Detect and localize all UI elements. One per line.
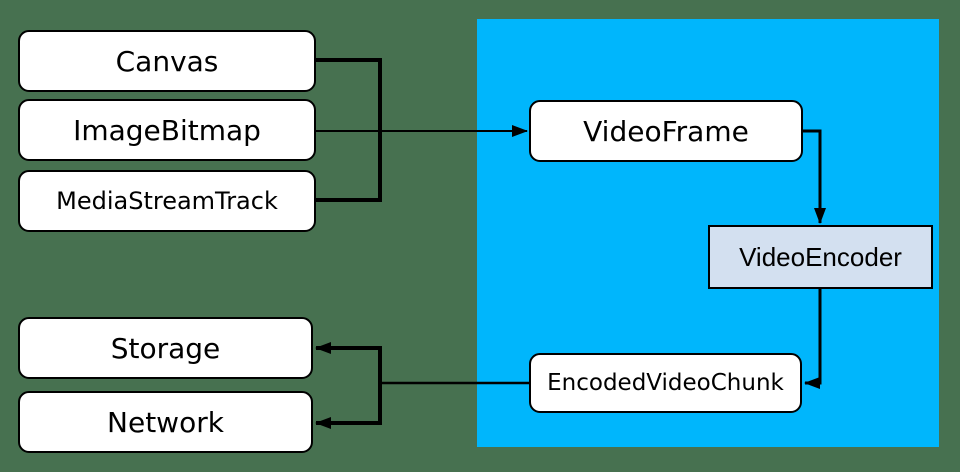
node-canvas-label: Canvas xyxy=(115,44,219,78)
node-storage-label: Storage xyxy=(110,331,221,365)
edge-to-storage xyxy=(315,342,382,383)
node-imagebitmap: ImageBitmap xyxy=(18,99,316,161)
node-encodedvideochunk: EncodedVideoChunk xyxy=(529,353,802,413)
node-encodedvideochunk-label: EncodedVideoChunk xyxy=(547,370,784,396)
node-storage: Storage xyxy=(18,317,313,379)
node-canvas: Canvas xyxy=(18,30,316,92)
edge-sources-merge xyxy=(316,58,382,202)
node-network: Network xyxy=(18,391,313,453)
node-network-label: Network xyxy=(107,405,224,439)
node-mediastreamtrack: MediaStreamTrack xyxy=(18,170,316,232)
node-videoframe-label: VideoFrame xyxy=(583,114,749,148)
node-videoframe: VideoFrame xyxy=(529,100,803,162)
node-videoencoder: VideoEncoder xyxy=(708,225,933,289)
node-mediastreamtrack-label: MediaStreamTrack xyxy=(56,187,278,215)
node-imagebitmap-label: ImageBitmap xyxy=(73,113,261,147)
edge-to-network xyxy=(315,383,382,429)
node-videoencoder-label: VideoEncoder xyxy=(739,241,902,272)
